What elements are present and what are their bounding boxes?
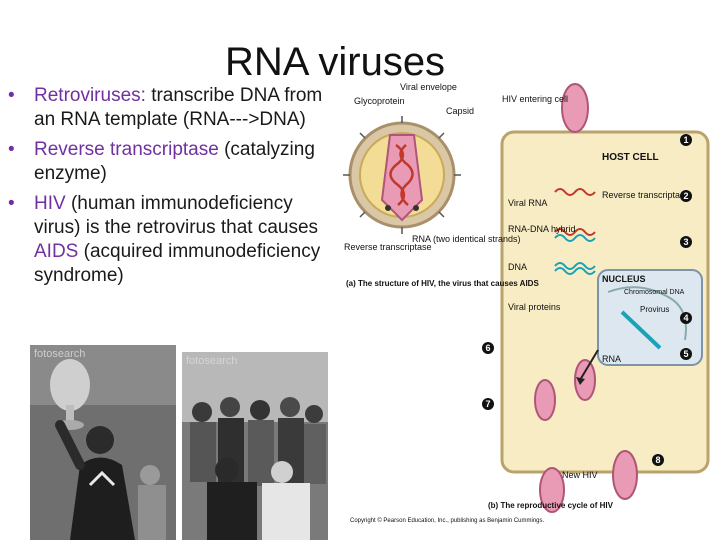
label-host-cell: HOST CELL xyxy=(602,152,659,163)
bullet-list: • Retroviruses: transcribe DNA from an R… xyxy=(8,84,328,294)
dna-mark xyxy=(554,262,596,270)
glycoprotein-spikes xyxy=(343,116,461,234)
bullet-hiv: • HIV (human immunodeficiency virus) is … xyxy=(8,192,328,288)
term-retroviruses: Retroviruses: xyxy=(34,85,146,106)
budding-virion xyxy=(574,359,596,401)
arrow xyxy=(579,349,599,381)
bullet-text: (human immunodeficiency virus) is the re… xyxy=(34,193,319,238)
photo-watermark: fotosearch xyxy=(186,355,238,367)
photo-watermark: fotosearch xyxy=(34,348,86,360)
photo-tennis-trophy-art xyxy=(30,345,176,540)
label-viral-proteins: Viral proteins xyxy=(508,302,561,312)
photo-group: fotosearch xyxy=(182,352,328,540)
step-6: 6 xyxy=(485,343,490,353)
label-rna-dna-hybrid: RNA-DNA hybrid xyxy=(508,224,576,234)
label-provirus: Provirus xyxy=(640,305,669,314)
photo-group-art xyxy=(182,352,328,540)
step-3: 3 xyxy=(683,237,688,247)
viral-rna-mark xyxy=(554,188,596,196)
nucleus xyxy=(597,269,703,366)
bullet-text: (catalyzing enzyme) xyxy=(34,139,315,184)
label-reverse-transcriptase-a: Reverse transcriptase xyxy=(344,242,432,252)
hybrid-rna-mark xyxy=(554,228,596,236)
step-8: 8 xyxy=(655,455,660,465)
new-virion xyxy=(539,467,565,513)
caption-b: (b) The reproductive cycle of HIV xyxy=(488,501,614,510)
label-capsid: Capsid xyxy=(446,106,474,116)
bullet-retroviruses: • Retroviruses: transcribe DNA from an R… xyxy=(8,84,328,132)
term-aids: AIDS xyxy=(34,241,79,262)
bullet-reverse-transcriptase: • Reverse transcriptase (catalyzing enzy… xyxy=(8,138,328,186)
label-nucleus: NUCLEUS xyxy=(602,274,646,284)
budding-virion xyxy=(534,379,556,421)
label-dna: DNA xyxy=(508,262,527,272)
dna-mark xyxy=(554,267,596,275)
label-new-hiv: New HIV xyxy=(562,470,598,480)
bullet-dot: • xyxy=(8,85,15,106)
bullet-dot: • xyxy=(8,193,15,214)
step-5: 5 xyxy=(683,349,688,359)
step-7: 7 xyxy=(485,399,490,409)
label-chromosomal-dna: Chromosomal DNA xyxy=(624,289,685,296)
hiv-virion-structure xyxy=(348,121,456,229)
label-glycoprotein: Glycoprotein xyxy=(354,96,405,106)
photo-tennis-trophy: fotosearch xyxy=(30,345,176,540)
label-reverse-transcriptase-b: Reverse transcriptase xyxy=(602,190,690,200)
label-viral-envelope: Viral envelope xyxy=(400,82,457,92)
label-hiv-entering-cell: HIV entering cell xyxy=(502,94,568,104)
hiv-entering-virion xyxy=(561,83,589,133)
slide-title: RNA viruses xyxy=(225,40,446,84)
hybrid-dna-mark xyxy=(554,234,596,242)
step-2: 2 xyxy=(683,191,688,201)
bullet-dot: • xyxy=(8,139,15,160)
bullet-text: transcribe DNA from an RNA template (RNA… xyxy=(34,85,323,130)
label-rna: RNA xyxy=(602,354,621,364)
step-4: 4 xyxy=(683,313,688,323)
label-rna-two-strands: RNA (two identical strands) xyxy=(412,234,521,244)
step-1: 1 xyxy=(683,135,688,145)
term-hiv: HIV xyxy=(34,193,66,214)
copyright: Copyright © Pearson Education, Inc., pub… xyxy=(350,517,545,524)
label-viral-rna: Viral RNA xyxy=(508,198,547,208)
hiv-diagram: Viral envelope Glycoprotein Capsid HIV e… xyxy=(343,82,710,524)
term-reverse-transcriptase: Reverse transcriptase xyxy=(34,139,219,160)
new-virion xyxy=(612,450,638,500)
bullet-text: (acquired immunodeficiency syndrome) xyxy=(34,241,321,286)
caption-a: (a) The structure of HIV, the virus that… xyxy=(346,279,539,288)
